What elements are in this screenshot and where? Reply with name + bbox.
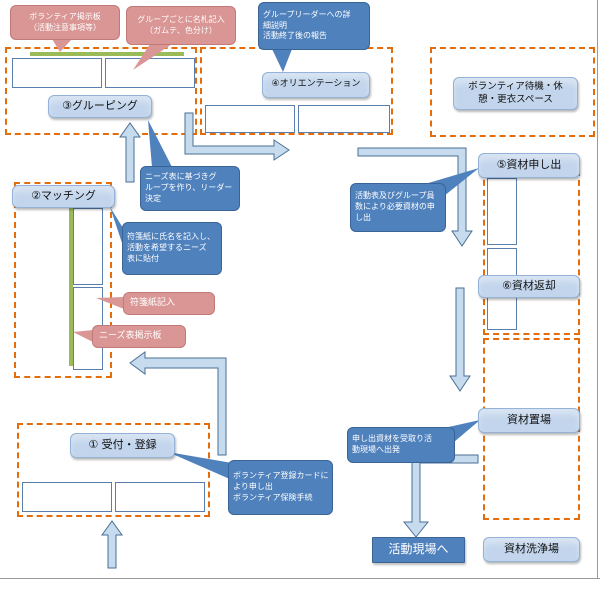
station-reception: ① 受付・登録 — [70, 433, 175, 458]
note-sticky-note-write: 符箋紙記入 — [123, 292, 215, 315]
arrow-grouping-to-orientation — [184, 112, 290, 161]
station-material-storage: 資材置場 — [478, 408, 580, 433]
bulletin-board-bar — [30, 52, 184, 56]
station-orientation: ④オリエンテーション — [262, 72, 370, 98]
station-matching: ②マッチング — [12, 185, 115, 208]
note-leader-briefing: グループリーダーへの詳 細説明 活動終了後の報告 — [258, 2, 370, 50]
station-to-site: 活動現場へ — [372, 537, 465, 563]
zone-grouping — [5, 47, 197, 135]
page-right-rule — [597, 0, 598, 578]
callout-tail — [133, 44, 172, 70]
callout-tail — [168, 452, 232, 480]
note-request-materials: 活動表及びグループ員 数により必要資材の申 し出 — [350, 183, 446, 232]
note-sticky-note-apply: 符箋紙に氏名を記入し、 活動を希望するニーズ 表に貼付 — [122, 222, 222, 275]
matching-table — [73, 208, 103, 285]
reception-table — [22, 482, 112, 512]
note-receive-materials: 申し出資材を受取り活 動現場へ出発 — [347, 427, 455, 463]
callout-tail — [110, 207, 123, 246]
materials-table — [487, 178, 517, 245]
needs-board-bar — [69, 205, 73, 366]
reception-table — [115, 482, 205, 512]
arrow-storage-to-site — [402, 454, 479, 538]
station-material-washing: 資材洗浄場 — [483, 537, 580, 562]
callout-tail — [96, 297, 124, 309]
note-name-tags: グループごとに名札記入 （ガムテ、色分け） — [126, 6, 236, 45]
station-material-request: ⑤資材申し出 — [478, 153, 580, 178]
note-needs-board: ニーズ表掲示板 — [92, 325, 186, 348]
station-standby-space: ボランティア待機・休 憩・更衣スペース — [453, 77, 578, 110]
arrow-material-return-to-storage — [449, 287, 471, 392]
note-form-groups: ニーズ表に基づきグ ループを作り、リーダー 決定 — [140, 166, 240, 211]
callout-tail — [52, 39, 72, 52]
arrow-entrance-to-reception — [101, 520, 123, 569]
grouping-table — [105, 58, 195, 88]
station-grouping: ③グルーピング — [48, 95, 152, 118]
orientation-table — [298, 105, 390, 133]
callout-tail — [272, 49, 292, 72]
arrow-reception-to-matching — [129, 351, 227, 456]
callout-tail — [148, 120, 172, 167]
arrow-matching-to-grouping — [119, 122, 141, 183]
grouping-table — [12, 58, 102, 88]
zone-reception — [17, 423, 210, 517]
page-bottom-rule — [0, 578, 600, 579]
orientation-table — [205, 105, 295, 133]
zone-standby — [430, 47, 595, 137]
callout-tail — [73, 330, 93, 342]
arrow-orientation-to-material-request — [357, 147, 473, 247]
note-bulletin-board: ボランティア掲示板 （活動注意事項等） — [10, 5, 120, 40]
station-material-return: ⑥資材返却 — [478, 275, 580, 298]
note-registration: ボランティア登録カードに より申し出 ボランティア保険手続 — [228, 460, 333, 515]
zone-matching — [14, 182, 112, 378]
